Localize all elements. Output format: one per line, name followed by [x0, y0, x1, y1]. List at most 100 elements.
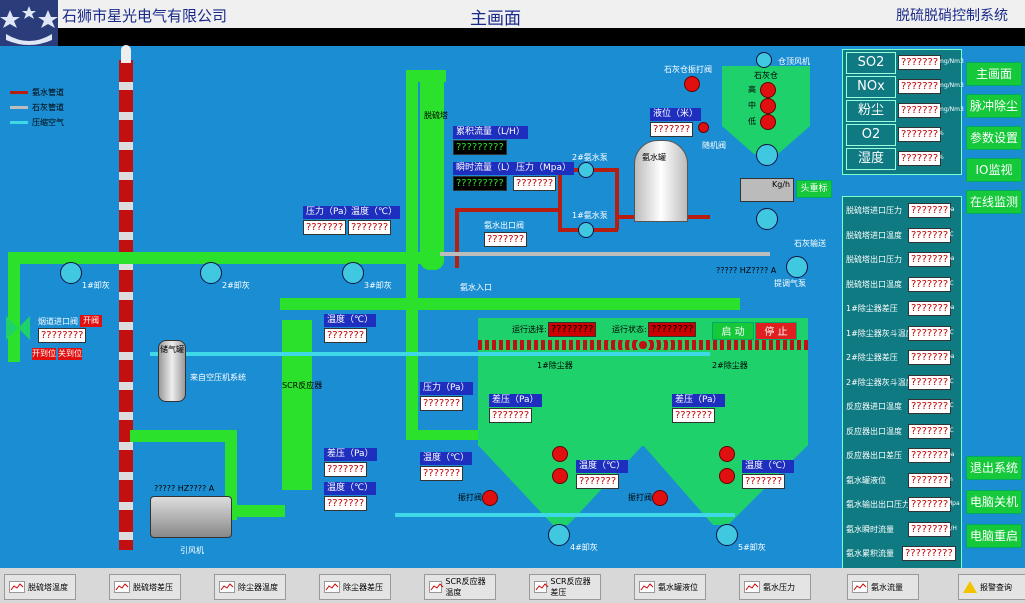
trend-button-label: 脱硫塔温度 [28, 582, 68, 592]
param-name: 2#除尘器灰斗温度 [846, 377, 914, 387]
legend: 氨水管道 石灰管道 压缩空气 [10, 85, 64, 130]
trend-button[interactable]: 氨水压力 [739, 574, 811, 600]
unload-fan-1-icon[interactable] [60, 262, 82, 284]
emission-unit: % [938, 154, 944, 161]
hopper2-temp-value: ??????? [742, 474, 786, 489]
param-name: 反应器出口差压 [846, 451, 902, 460]
pump1-icon[interactable] [578, 222, 594, 238]
restart-button[interactable]: 电脑重启 [966, 524, 1022, 548]
vibro1-label: 振打阀 [458, 493, 482, 502]
air-pipe [150, 352, 710, 356]
flow-inst-value: ????????? [453, 176, 507, 191]
trend-button[interactable]: 脱硫塔差压 [109, 574, 181, 600]
nav-online-button[interactable]: 在线监测 [966, 190, 1022, 214]
trend-button[interactable]: SCR反应器温度 [424, 574, 496, 600]
flow-total-value: ????????? [453, 140, 507, 155]
vibro2-lamp[interactable] [652, 490, 668, 506]
emission-name: 湿度 [846, 148, 896, 170]
vibro2-label: 振打阀 [628, 493, 652, 502]
trend-button[interactable]: 脱硫塔温度 [4, 574, 76, 600]
trend-button-label: 氨水罐液位 [658, 582, 698, 592]
start-button[interactable]: 启 动 [712, 322, 754, 340]
exit-button[interactable]: 退出系统 [966, 456, 1022, 480]
hopper1-mid-lamp [552, 468, 568, 484]
trend-button[interactable]: 氨水罐液位 [634, 574, 706, 600]
dc-temp-label: 温度（℃） [420, 452, 473, 465]
system-title: 脱硫脱硝控制系统 [896, 8, 1008, 24]
scr-temp-label: 温度（℃） [324, 314, 377, 327]
trend-button[interactable]: 氨水流量 [847, 574, 919, 600]
nav-io-button[interactable]: IO监视 [966, 158, 1022, 182]
param-unit: pa [947, 255, 955, 262]
air-pipe-bottom [395, 513, 735, 517]
scr-temp-value: ??????? [324, 328, 368, 343]
param-value: ??????? [908, 374, 952, 390]
param-value: ??????? [908, 252, 952, 267]
tower-inlet-temp: ??????? [348, 220, 392, 235]
dc2-diff-label: 差压（Pa） [672, 394, 725, 407]
trend-button[interactable]: 除尘器差压 [319, 574, 391, 600]
trend-button[interactable]: 除尘器温度 [214, 574, 286, 600]
flow-vent-label: 随机阀 [702, 141, 726, 150]
chimney [119, 60, 133, 550]
nav-pulse-button[interactable]: 脉冲除尘 [966, 94, 1022, 118]
stop-button[interactable]: 停 止 [755, 322, 797, 340]
param-value: ??????? [908, 227, 952, 243]
silo-valve-lamp[interactable] [684, 76, 700, 92]
emission-unit: mg/Nm3 [938, 58, 964, 65]
unload-fan-3-icon[interactable] [342, 262, 364, 284]
fan-to-scr [235, 505, 285, 517]
trend-button-label: 除尘器差压 [343, 582, 383, 592]
emission-name: NOx [846, 76, 896, 98]
trend-chart-icon [324, 581, 340, 593]
param-value: ??????? [908, 203, 952, 218]
alarm-icon [963, 581, 977, 593]
param-unit: pa [947, 206, 955, 213]
scr-diff-label: 差压（Pa） [324, 448, 377, 461]
lift-fan-icon[interactable] [786, 256, 808, 278]
run-select-value[interactable]: ???????? [548, 322, 597, 337]
unload-fan-2-icon[interactable] [200, 262, 222, 284]
ammonia-pipe-horiz [455, 208, 560, 212]
param-value: ??????? [908, 423, 952, 439]
flue-close-status: 关到位 [58, 348, 82, 360]
flue-valve-open-button[interactable]: 开阀 [80, 315, 102, 327]
param-unit: ℃ [947, 279, 954, 287]
trend-chart-icon [744, 581, 760, 593]
company-name: 石狮市星光电气有限公司 [62, 7, 228, 25]
dc1-diff-label: 差压（Pa） [489, 394, 542, 407]
alarm-query-button[interactable]: 报警查询 [958, 574, 1025, 600]
scr-out-temp-label: 温度（℃） [324, 482, 377, 495]
flue-pipe-left [8, 252, 20, 362]
storage-fan-icon[interactable] [756, 52, 772, 68]
param-value: ??????? [908, 448, 952, 463]
dust1-label: 1#除尘器 [537, 361, 573, 370]
unload-fan-4-icon[interactable] [548, 524, 570, 546]
param-value: ??????? [908, 325, 952, 341]
fan5-label: 5#卸灰 [738, 543, 766, 552]
air-tank [158, 340, 186, 402]
emission-value: ??????? [898, 79, 942, 94]
silo-fan-icon[interactable] [756, 144, 778, 166]
nav-main-button[interactable]: 主画面 [966, 62, 1022, 86]
unload-fan-5-icon[interactable] [716, 524, 738, 546]
vibro1-lamp[interactable] [482, 490, 498, 506]
hopper1-temp-value: ??????? [576, 474, 620, 489]
induced-fan-label: 引风机 [180, 546, 204, 555]
filter-bags [478, 340, 808, 350]
trend-button[interactable]: SCR反应器差压 [529, 574, 601, 600]
emission-unit: mg/Nm3 [938, 106, 964, 113]
param-unit: pa [947, 451, 955, 458]
pump2-icon[interactable] [578, 162, 594, 178]
outlet-valve-value: ??????? [484, 232, 528, 247]
pump1-label: 1#氨水泵 [572, 211, 608, 220]
shutdown-button[interactable]: 电脑关机 [966, 490, 1022, 514]
from-air-label: 来自空压机系统 [190, 373, 246, 382]
calibrate-button[interactable]: 头重标 [796, 180, 832, 198]
param-value: ????????? [902, 546, 956, 561]
param-name: 反应器进口温度 [846, 402, 902, 411]
screw-fan-icon[interactable] [756, 208, 778, 230]
nav-params-button[interactable]: 参数设置 [966, 126, 1022, 150]
induced-fan[interactable] [150, 496, 232, 538]
param-value: ??????? [908, 276, 952, 292]
